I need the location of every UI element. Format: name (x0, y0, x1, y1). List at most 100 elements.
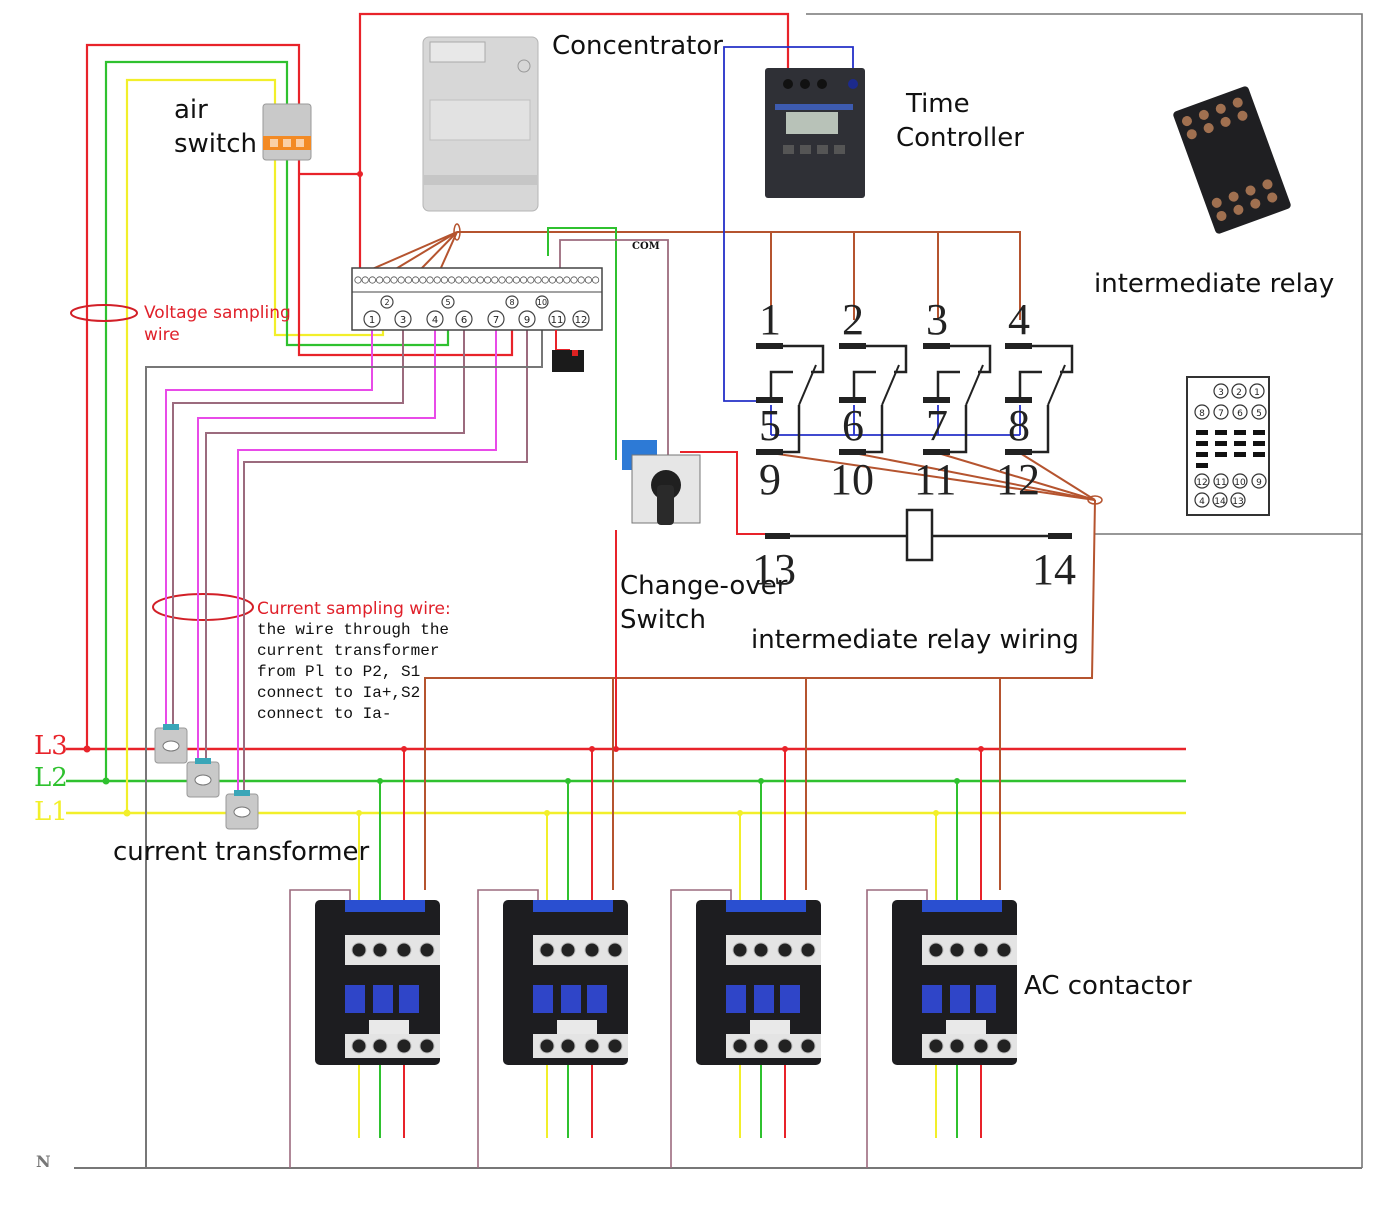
terminal: 12 (572, 310, 590, 328)
terminal: 2 (380, 295, 394, 309)
ac-contactor-label: AC contactor (1024, 971, 1192, 1001)
relay-terminal-label: 9 (759, 455, 781, 504)
svg-text:7: 7 (493, 315, 499, 326)
intermediate-relay-label: intermediate relay (1094, 269, 1335, 299)
terminal-screw (397, 276, 405, 284)
terminal-screw (534, 276, 542, 284)
relay-pin: 2 (1231, 383, 1247, 399)
terminal: 7 (487, 310, 505, 328)
battery (552, 330, 584, 372)
current-sampling-marker (152, 593, 254, 621)
terminal-screw (455, 276, 463, 284)
frame-wires (806, 13, 1363, 1168)
svg-text:10: 10 (1234, 478, 1246, 488)
svg-text:6: 6 (461, 315, 467, 326)
relay-terminal-label: 6 (842, 401, 864, 450)
relay-pin: 11 (1213, 473, 1229, 489)
relay-schematic (756, 343, 1074, 562)
relay-pin: 9 (1251, 473, 1267, 489)
terminal-screw (462, 276, 470, 284)
terminal-screw (383, 276, 391, 284)
time-controller-label-line1: Time (906, 89, 970, 119)
change-over-label-line1: Change-over (620, 571, 788, 601)
terminal-screw (519, 276, 528, 284)
current-transformer (225, 790, 259, 830)
terminal-screw (390, 276, 398, 284)
svg-text:4: 4 (1199, 497, 1205, 507)
svg-text:8: 8 (509, 298, 514, 307)
terminal: 3 (394, 310, 412, 328)
change-over-switch-device (622, 440, 701, 525)
relay-coil-terminal-label: 13 (752, 545, 796, 594)
relay-pin: 4 (1194, 492, 1210, 508)
svg-text:9: 9 (1256, 478, 1262, 488)
terminal-screw (469, 276, 477, 284)
line-label-L2: L2 (34, 763, 68, 793)
change-over-switch-label: Change-over Switch (620, 570, 787, 638)
svg-text:11: 11 (551, 315, 564, 326)
terminal-screw (527, 276, 535, 284)
terminal-screw (577, 276, 585, 284)
concentrator-device (422, 36, 539, 212)
concentrator-label: Concentrator (552, 31, 723, 61)
svg-text:4: 4 (432, 315, 438, 326)
relay-pin: 5 (1251, 404, 1267, 420)
terminal-screw (512, 276, 521, 284)
current-transformers (154, 724, 259, 830)
time-controller-wires (723, 46, 1021, 436)
svg-text:7: 7 (1218, 409, 1224, 419)
terminal-screw (548, 276, 557, 284)
terminal-screw (440, 276, 448, 284)
terminal-screw (476, 276, 484, 284)
svg-text:9: 9 (524, 315, 530, 326)
terminal-screw (541, 276, 549, 284)
time-controller-device (765, 68, 865, 198)
svg-text:12: 12 (1196, 478, 1207, 488)
relay-pin: 8 (1194, 404, 1210, 420)
ac-contactors (315, 900, 1017, 1065)
contactor-feed-wires (356, 746, 984, 935)
relay-contact-group (756, 343, 825, 455)
air-switch (262, 103, 312, 161)
svg-text:6: 6 (1237, 409, 1243, 419)
relay-terminal-label: 7 (926, 401, 948, 450)
terminal-screw (498, 276, 506, 284)
voltage-sampling-wires (85, 12, 790, 813)
relay-pin: 10 (1232, 473, 1248, 489)
svg-text:1: 1 (1254, 388, 1260, 398)
relay-terminal-label: 3 (926, 295, 948, 344)
voltage-sampling-label: Voltage sampling wire (144, 302, 291, 346)
terminal-screw (505, 276, 513, 284)
current-transformer-label: current transformer (113, 837, 370, 867)
ac-contactor (892, 900, 1017, 1065)
relay-pin: 7 (1213, 404, 1229, 420)
svg-text:14: 14 (1214, 497, 1226, 507)
terminal: 5 (441, 295, 455, 309)
line-label-L1: L1 (34, 797, 68, 827)
com-label: COM (632, 241, 660, 252)
current-sampling-line: the wire through the (257, 621, 450, 639)
voltage-sampling-label-line2: wire (144, 325, 180, 346)
relay-terminal-label: 11 (914, 455, 957, 504)
relay-terminal-label: 10 (830, 455, 874, 504)
current-transformer (186, 758, 220, 798)
line-label-L3: L3 (34, 731, 68, 761)
air-switch-label: air switch (174, 94, 257, 162)
current-sampling-line: from Pl to P2, S1 (257, 663, 421, 681)
relay-wiring-label: intermediate relay wiring (751, 625, 1079, 655)
terminal-screw (570, 276, 578, 284)
ac-contactor (696, 900, 821, 1065)
terminal-screw (584, 276, 593, 284)
relay-terminal-label: 5 (759, 401, 781, 450)
terminal-screw (563, 276, 571, 284)
terminal-screw (447, 276, 456, 284)
svg-text:11: 11 (1215, 478, 1226, 488)
svg-text:10: 10 (537, 298, 547, 307)
terminal-screw (354, 276, 362, 284)
svg-text:8: 8 (1199, 409, 1205, 419)
svg-text:12: 12 (575, 315, 588, 326)
terminal-screw (426, 276, 434, 284)
